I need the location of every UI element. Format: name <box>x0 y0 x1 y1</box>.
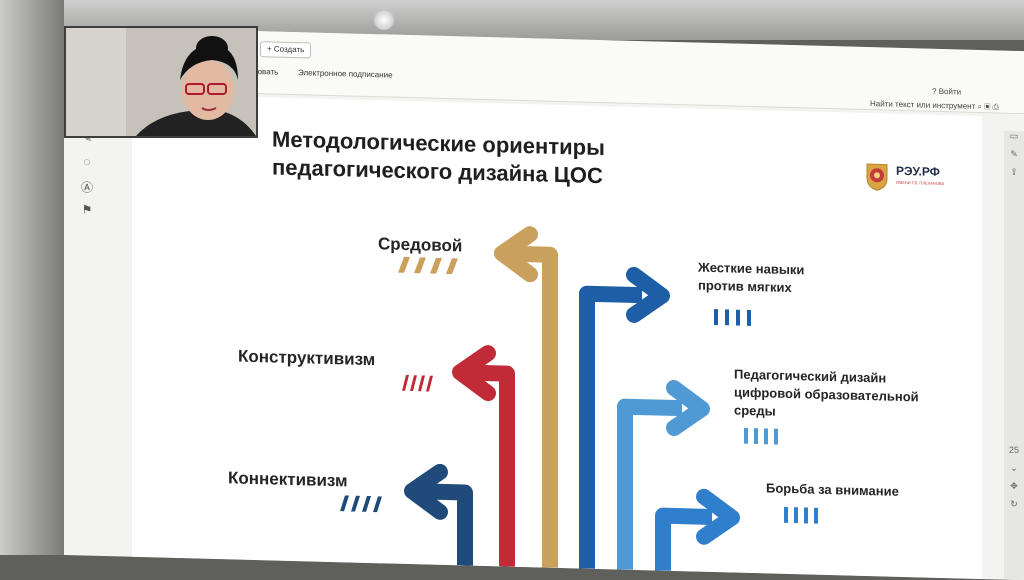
arrow-constructivism-shaft <box>470 364 515 567</box>
stamp-icon[interactable]: ⚑ <box>81 202 93 217</box>
label-connectivism: Коннективизм <box>228 468 348 491</box>
login-link[interactable]: ? Войти <box>932 87 961 97</box>
print-icon[interactable]: ⎙ <box>992 102 999 112</box>
presenter-video <box>66 28 256 136</box>
arrow-hardskills-head <box>626 266 670 323</box>
arrow-pedagogical-design-head <box>666 379 710 436</box>
lasso-icon[interactable]: ◌ <box>83 154 91 169</box>
arrows-diagram <box>404 226 740 571</box>
arrow-connectivism-head <box>404 463 448 520</box>
scroll-down-icon[interactable]: ⌄ <box>1010 462 1018 473</box>
presentation-slide: Методологические ориентиры педагогическо… <box>132 93 982 580</box>
arrow-pedagogical-design-shaft <box>617 398 682 570</box>
login-label: Войти <box>938 86 962 97</box>
arrow-attention-shaft <box>655 507 712 571</box>
tool-search[interactable]: Найти текст или инструмент ⌕ ▣ ⎙ <box>870 99 999 112</box>
hatch-pedagogical-design <box>744 427 778 445</box>
label-hardskills-line2: против мягких <box>698 277 792 296</box>
select-tool-icon[interactable]: ✥ <box>1010 480 1018 491</box>
label-pedagogical-design: Педагогический дизайн цифровой образоват… <box>734 366 919 425</box>
hatch-constructivism <box>402 374 433 392</box>
arrow-sredovoy-head <box>494 226 538 283</box>
text-box-icon[interactable]: Ⓐ <box>80 180 93 195</box>
monitor-bezel-left <box>0 0 64 555</box>
label-hardskills: Жесткие навыки против мягких <box>698 259 804 298</box>
camera-lens <box>374 10 394 30</box>
hatch-sredovoy <box>398 256 458 275</box>
hatch-attention <box>784 506 818 524</box>
university-emblem <box>866 163 888 191</box>
rotate-icon[interactable]: ↻ <box>1010 498 1018 509</box>
comment-icon[interactable]: ▭ <box>1009 130 1019 141</box>
create-button-label: Создать <box>273 44 305 55</box>
zoom-level: 25 <box>1008 444 1019 456</box>
arrow-constructivism-head <box>452 345 496 402</box>
arrow-sredovoy-shaft <box>512 245 558 568</box>
screen: + Создать зовать Электронное подписание … <box>64 26 1024 580</box>
help-icon[interactable]: ? <box>932 86 937 96</box>
edit-icon[interactable]: ✎ <box>1010 148 1018 159</box>
hatch-hardskills <box>714 309 751 326</box>
share-icon[interactable]: ⇪ <box>1010 166 1018 177</box>
create-button[interactable]: + Создать <box>260 41 312 59</box>
label-sredovoy: Средовой <box>378 234 463 256</box>
hatch-connectivism <box>340 495 382 513</box>
left-tool-panel: ✎ ◌ Ⓐ ⚑ <box>76 130 98 227</box>
search-icon: ⌕ <box>977 101 982 112</box>
right-tool-rail: ▭ ✎ ⇪ 25 ⌄ ✥ ↻ <box>1004 130 1024 580</box>
label-constructivism: Конструктивизм <box>238 346 376 370</box>
arrow-connectivism-shaft <box>422 483 473 566</box>
arrow-attention-head <box>696 488 740 545</box>
tab-esign[interactable]: Электронное подписание <box>298 68 393 80</box>
arrow-hardskills-shaft <box>579 285 642 569</box>
save-icon[interactable]: ▣ <box>984 102 991 112</box>
tool-search-text: Найти текст или инструмент <box>870 99 976 111</box>
webcam-feed <box>64 26 258 138</box>
